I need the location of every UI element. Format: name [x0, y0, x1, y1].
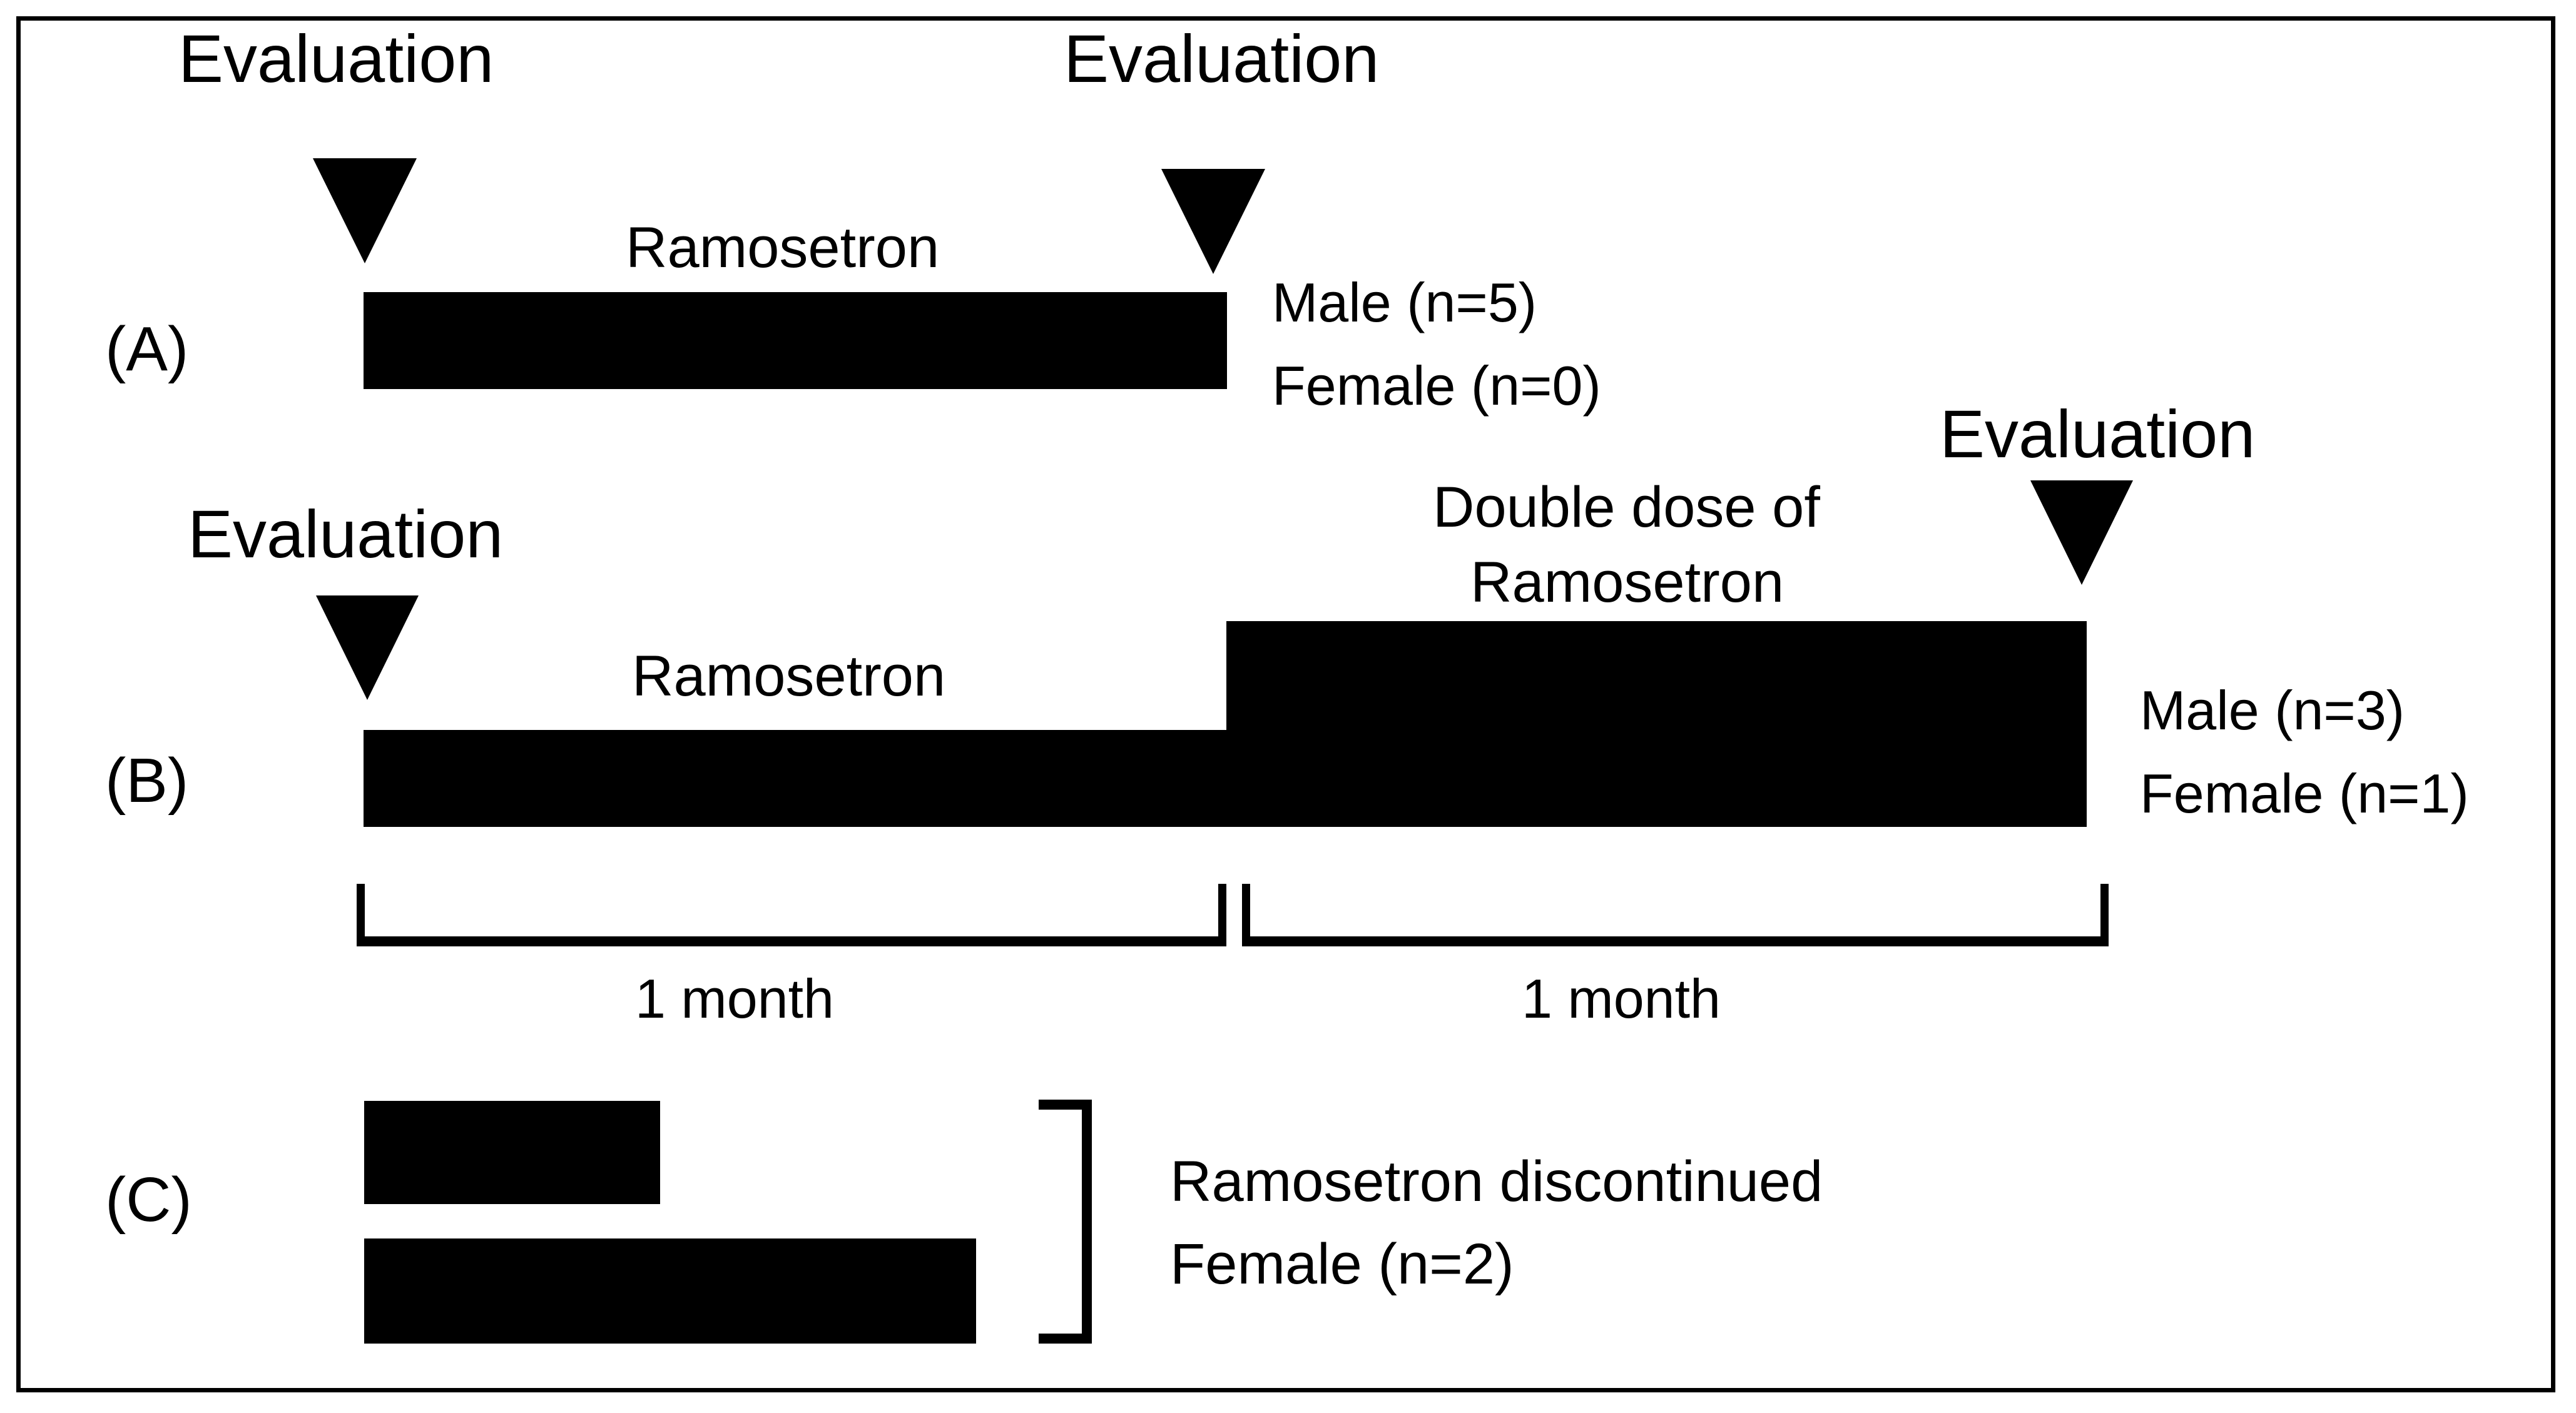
panel-a-label: (A) [105, 314, 189, 384]
panel-c-bar-second [364, 1238, 976, 1344]
panel-c-bar-first [364, 1101, 660, 1204]
panel-b-standard-dose-bar [364, 730, 1228, 827]
duration-bracket-second-month [1242, 884, 2109, 946]
panel-c-label: (C) [105, 1165, 192, 1235]
panel-b-double-dose-bar [1226, 621, 2087, 827]
panel-a-evaluation-marker-end-triangle-down-icon [1161, 169, 1265, 274]
panel-b-evaluation-label-start: Evaluation [188, 496, 504, 572]
panel-a-treatment-label: Ramosetron [626, 216, 940, 280]
duration-label-second-month: 1 month [1522, 968, 1721, 1030]
panel-b-label: (B) [105, 746, 189, 816]
panel-a-evaluation-label-end: Evaluation [1064, 21, 1380, 96]
panel-b-treatment-label: Ramosetron [632, 644, 946, 708]
panel-b-outcome-female: Female (n=1) [2140, 762, 2469, 824]
panel-c-outcome-female: Female (n=2) [1170, 1232, 1514, 1296]
panel-a-treatment-bar [364, 292, 1227, 389]
panel-b-escalation-label-line1: Double dose of [1433, 475, 1820, 539]
panel-b-evaluation-marker-end-triangle-down-icon [2030, 480, 2133, 585]
panel-b-escalation-label-line2: Ramosetron [1470, 550, 1784, 614]
duration-bracket-first-month [357, 884, 1226, 946]
panel-a-outcome-male: Male (n=5) [1272, 271, 1537, 333]
panel-a-evaluation-marker-start-triangle-down-icon [313, 158, 417, 263]
panel-a-evaluation-label-start: Evaluation [178, 21, 494, 96]
panel-a-outcome-female: Female (n=0) [1272, 355, 1601, 417]
panel-c-outcome-discontinued: Ramosetron discontinued [1170, 1150, 1823, 1213]
panel-c-group-bracket [1039, 1100, 1092, 1344]
panel-b-evaluation-label-end: Evaluation [1940, 396, 2256, 472]
panel-b-evaluation-marker-start-triangle-down-icon [316, 595, 419, 700]
panel-b-outcome-male: Male (n=3) [2140, 679, 2405, 741]
figure-border [16, 16, 2555, 1392]
duration-label-first-month: 1 month [635, 968, 834, 1030]
